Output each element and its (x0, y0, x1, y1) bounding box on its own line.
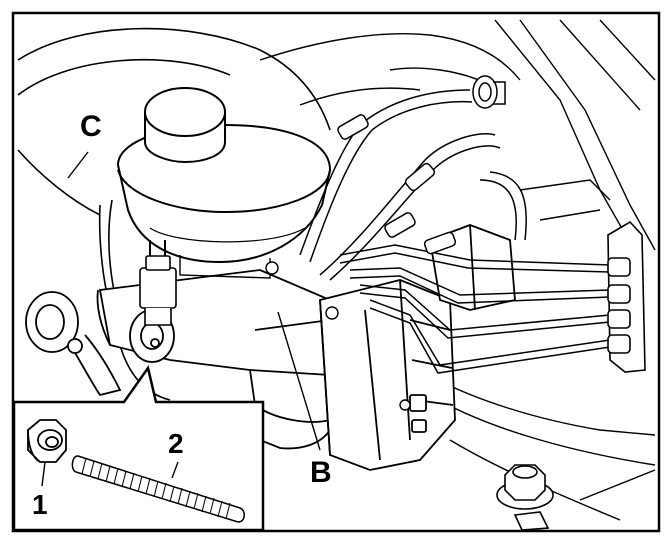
label-b: B (310, 456, 332, 489)
vacuum-hose (25, 291, 122, 397)
mc-bolts (265, 261, 411, 411)
brake-booster (17, 27, 331, 401)
inset-callout (12, 365, 265, 532)
firewall-panel (259, 19, 656, 521)
reservoir-cap (144, 87, 226, 164)
leader-lines (41, 151, 321, 487)
label-part-1: 1 (32, 489, 48, 520)
label-part-2: 2 (168, 428, 184, 459)
part-1-nut (27, 419, 67, 463)
leader-2 (171, 461, 179, 479)
union-block (607, 220, 646, 373)
line-fittings (337, 75, 506, 255)
leader-c (67, 151, 89, 179)
hydraulic-unit (319, 224, 516, 471)
leader-1 (41, 461, 46, 487)
mounting-nut (496, 464, 554, 531)
leader-b (277, 311, 321, 451)
label-c: C (80, 110, 102, 143)
part-2-threaded-rod (71, 455, 245, 523)
level-sensor-connector (139, 240, 177, 326)
